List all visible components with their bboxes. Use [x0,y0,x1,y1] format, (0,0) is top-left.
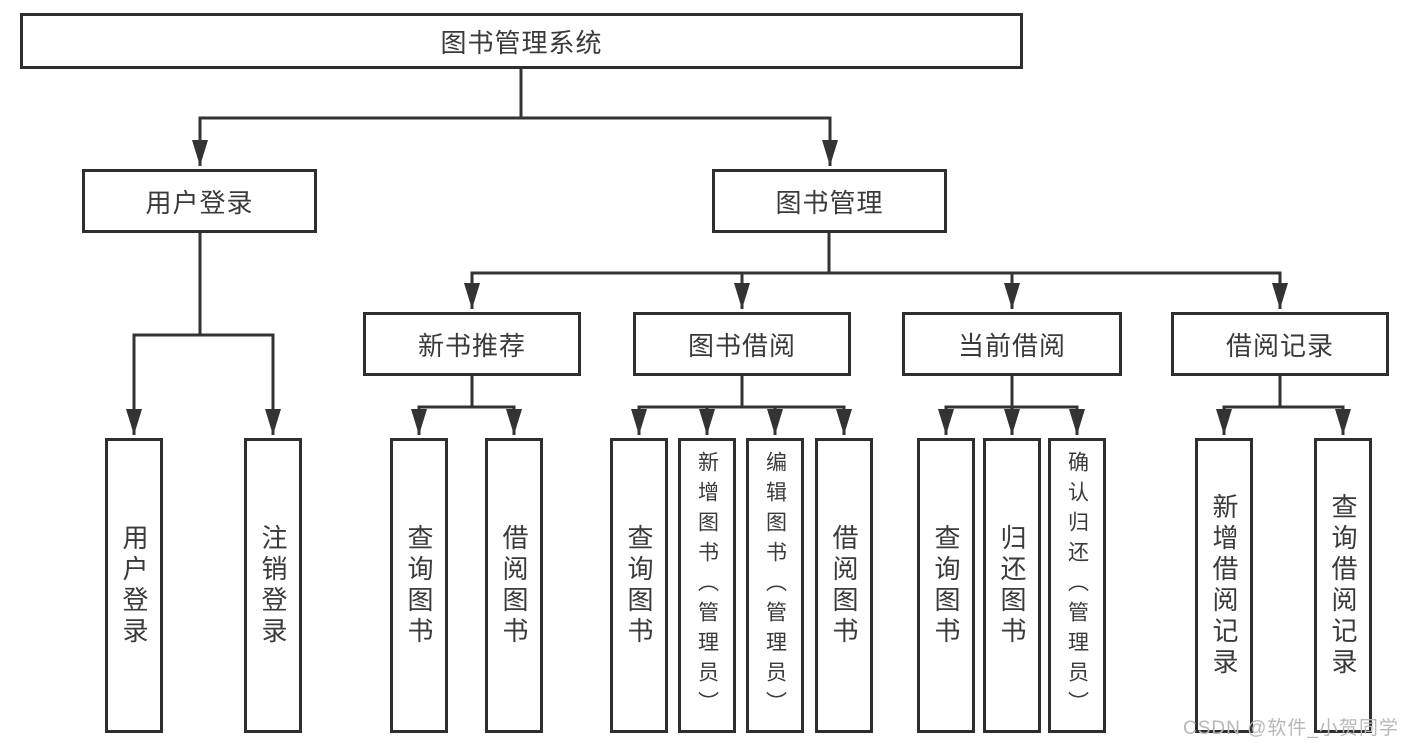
connector-borrowing-records-to-leaves [1216,376,1351,435]
csdn-watermark: CSDN @软件_小贺同学 [1183,718,1399,739]
leaf-confirm-return-admin: 确认归还（管理员） [1048,438,1106,733]
node-book-management: 图书管理 [712,169,947,233]
leaf-return-books: 归还图书 [983,438,1041,733]
leaf-query-books-current: 查询图书 [917,438,975,733]
leaf-borrow-books-recommend: 借阅图书 [485,438,543,733]
node-current-borrowing: 当前借阅 [902,312,1122,376]
connector-book-management-to-groups [464,233,1288,309]
leaf-query-borrow-record: 查询借阅记录 [1314,438,1372,733]
leaf-add-borrow-record: 新增借阅记录 [1195,438,1253,733]
connector-book-borrowing-to-leaves [631,376,852,435]
leaf-edit-books-admin: 编辑图书（管理员） [746,438,804,733]
connector-root-to-branches [192,69,838,166]
node-new-book-recommendation: 新书推荐 [363,312,581,376]
node-user-login: 用户登录 [82,169,317,233]
node-borrowing-records: 借阅记录 [1171,312,1389,376]
leaf-query-books-recommend: 查询图书 [390,438,448,733]
leaf-query-books-borrowing: 查询图书 [610,438,668,733]
connector-user-login-to-leaves [126,233,281,435]
connector-current-borrowing-to-leaves [938,376,1085,435]
node-root-system: 图书管理系统 [20,13,1023,69]
leaf-user-login: 用户登录 [105,438,163,733]
leaf-add-books-admin: 新增图书（管理员） [678,438,736,733]
leaf-logout: 注销登录 [244,438,302,733]
connector-new-book-recommendation-to-leaves [411,376,522,435]
node-book-borrowing: 图书借阅 [633,312,851,376]
leaf-borrow-books-borrowing: 借阅图书 [815,438,873,733]
